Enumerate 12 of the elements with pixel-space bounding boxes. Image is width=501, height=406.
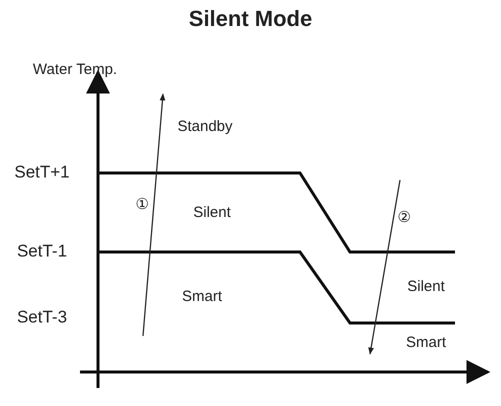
region-label: Silent	[407, 278, 445, 296]
chart-title: Silent Mode	[188, 6, 314, 32]
region-label: Standby	[177, 118, 233, 136]
tick-label: SetT-1	[16, 242, 68, 262]
axis-label: Water Temp.	[32, 62, 118, 78]
step-number: ②	[398, 210, 410, 226]
tick-label: SetT+1	[14, 164, 70, 182]
region-label: Silent	[193, 204, 231, 222]
step-number: ①	[136, 196, 148, 214]
region-label: Smart	[182, 288, 222, 306]
tick-label: SetT-3	[16, 308, 68, 328]
region-label: Smart	[406, 334, 446, 352]
